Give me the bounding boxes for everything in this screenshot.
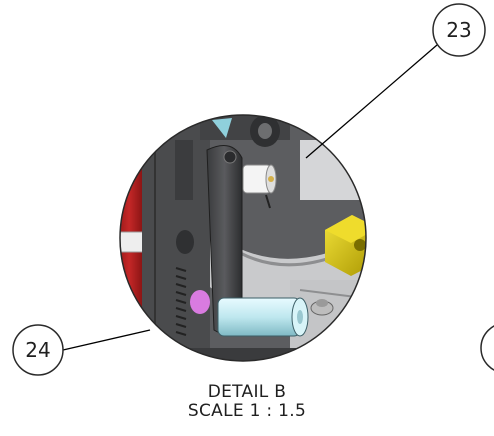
spring xyxy=(175,267,187,336)
balloon-24-label: 24 xyxy=(25,338,50,362)
detail-scale: SCALE 1 : 1.5 xyxy=(188,401,306,421)
balloon-23: 23 xyxy=(432,3,486,57)
leader-line-24 xyxy=(62,329,151,351)
balloon-23-label: 23 xyxy=(446,18,471,42)
cyan-pin xyxy=(217,297,309,337)
leader-line-23 xyxy=(305,44,438,159)
detail-title: DETAIL B xyxy=(208,382,286,402)
detail-view xyxy=(120,115,366,361)
balloon-24: 24 xyxy=(12,324,64,376)
magenta-bushing xyxy=(190,290,210,314)
partial-balloon xyxy=(480,325,494,371)
detail-boundary xyxy=(119,114,367,362)
